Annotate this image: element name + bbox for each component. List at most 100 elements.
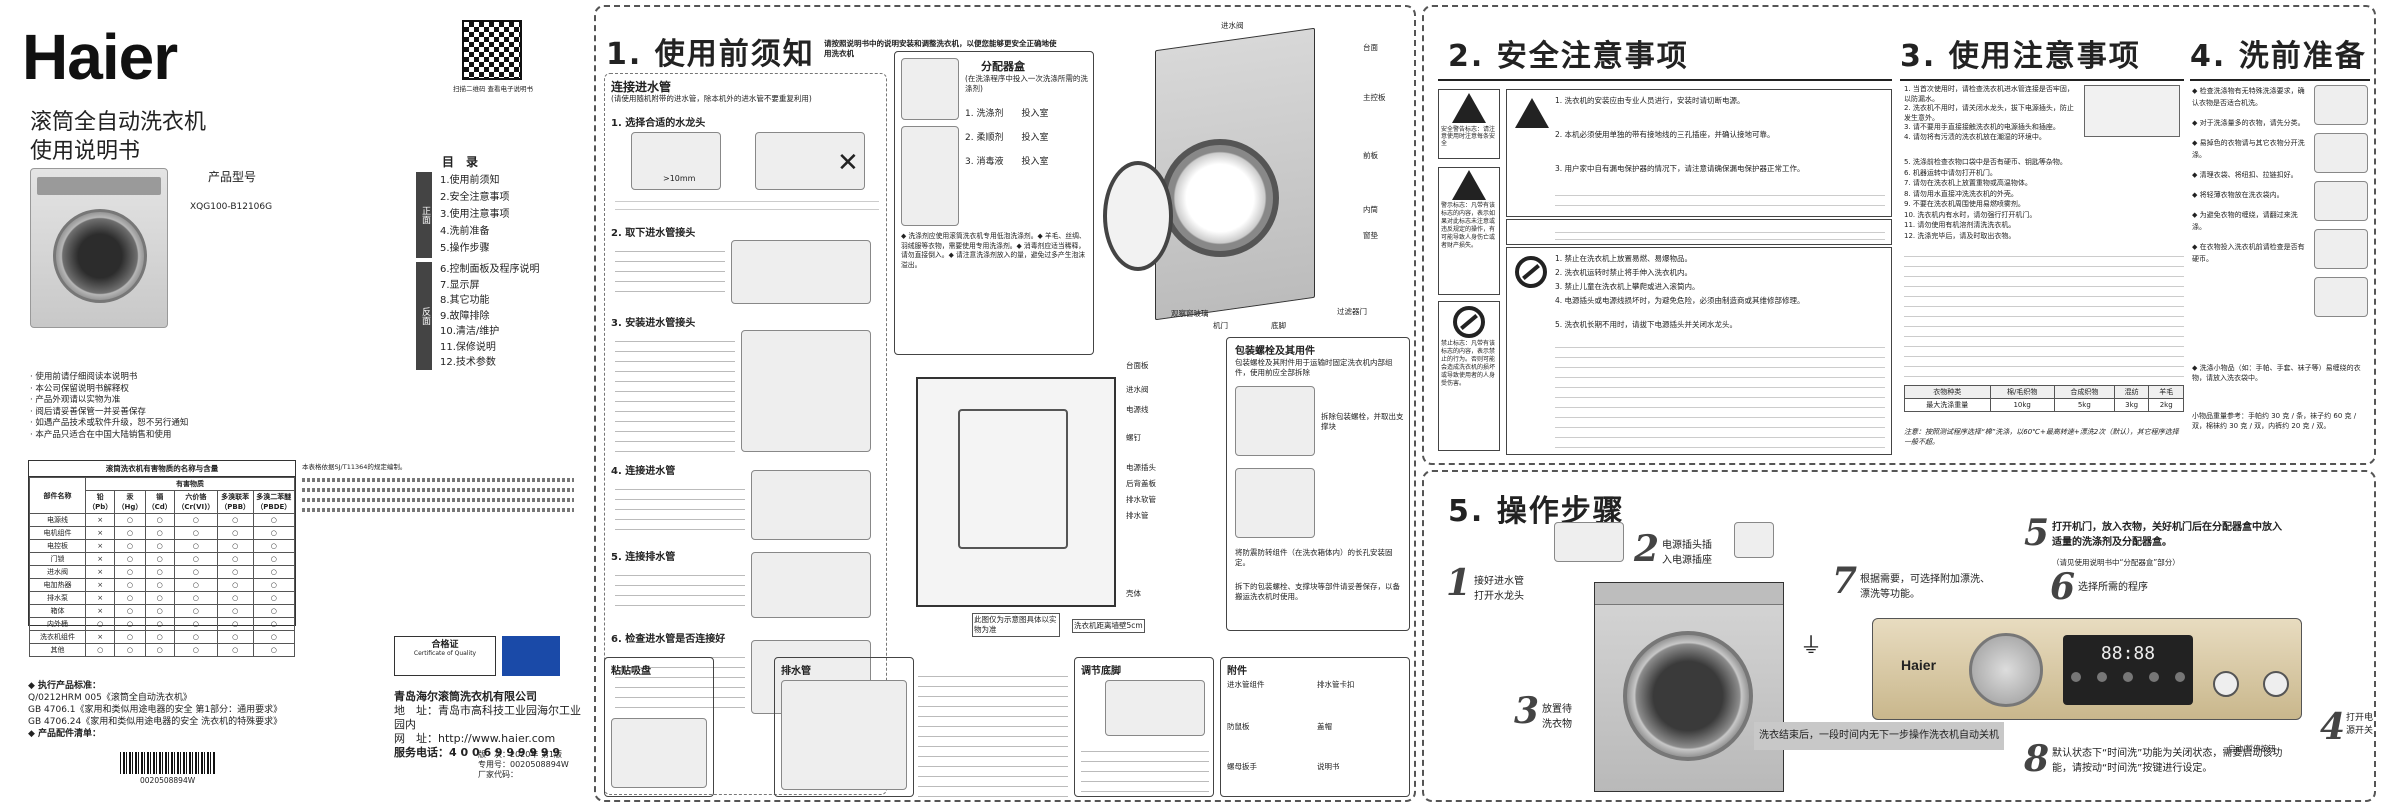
hazard-cell: ○ xyxy=(144,630,175,644)
section2-rule xyxy=(1438,79,1892,81)
hazard-cell: ○ xyxy=(173,552,218,566)
usage-item: 6. 机器运转中请勿打开机门。 xyxy=(1904,168,1997,177)
accessory-title: 附件 xyxy=(1227,666,1247,677)
hazard-cell: ○ xyxy=(144,513,175,527)
plug-illustration xyxy=(1734,522,1774,558)
toc-item[interactable]: 5.操作步骤 xyxy=(440,243,490,254)
drain-text xyxy=(918,667,1068,797)
model-label: 产品型号 xyxy=(208,170,257,184)
hazard-cell: ○ xyxy=(144,552,175,566)
washer-door xyxy=(1623,631,1753,761)
power-button[interactable] xyxy=(2263,671,2289,697)
special-code: 专用号：0020508894W xyxy=(478,760,569,769)
hazard-row: 内外桶○○○○○○ xyxy=(29,617,296,631)
hazard-cell: ○ xyxy=(144,643,175,657)
toc-item[interactable]: 2.安全注意事项 xyxy=(440,192,510,203)
hazard-part-name: 洗衣机组件 xyxy=(29,630,86,644)
hazard-header: 多溴联苯（PBB） xyxy=(216,490,254,514)
water-step-2: 2. 取下进水管接头 xyxy=(611,228,696,239)
toc-item[interactable]: 4.洗前准备 xyxy=(440,226,490,237)
toc-item[interactable]: 8.其它功能 xyxy=(440,295,490,306)
step-number: 5 xyxy=(2024,512,2050,554)
step-text: 打开机门，放入衣物，关好机门后在分配器盒中放入适量的洗涤剂及分配器盒。 xyxy=(2052,522,2282,548)
step-text: 选择所需的程序 xyxy=(2078,582,2148,593)
function-button[interactable] xyxy=(2175,672,2185,682)
hazard-cell: ○ xyxy=(252,565,296,579)
usage-item: 12. 洗涤完毕后，请及时取出衣物。 xyxy=(1904,231,2016,240)
usage-item: 1. 当首次使用时，请检查洗衣机进水管连接是否牢固，以防漏水。 xyxy=(1904,85,2074,103)
cover-note: · 本产品只适合在中国大陆销售和使用 xyxy=(30,429,172,440)
step-number: 6 xyxy=(2050,566,2076,608)
toc-item[interactable]: 3.使用注意事项 xyxy=(440,209,510,220)
hazard-cell: ○ xyxy=(114,604,146,618)
toc-item[interactable]: 6.控制面板及程序说明 xyxy=(440,264,540,275)
certificate: 合格证 Certificate of Quality xyxy=(394,636,496,676)
hazard-cell: ○ xyxy=(114,552,146,566)
toc-item[interactable]: 12.技术参数 xyxy=(440,357,496,368)
part-label: 机门 xyxy=(1213,321,1228,330)
hazard-cell: ○ xyxy=(173,565,218,579)
prep-item: ◆ 为避免衣物的缠绕，请翻过来洗涤。 xyxy=(2192,211,2298,231)
function-button[interactable] xyxy=(2149,672,2159,682)
load-cell: 3kg xyxy=(2113,398,2150,412)
hazard-part-name: 电机组件 xyxy=(29,526,86,540)
hazard-cell: ○ xyxy=(252,539,296,553)
step5-note: （请见使用说明书中“分配器盒”部分） xyxy=(2052,558,2180,567)
hazard-group-header: 有害物质 xyxy=(85,477,295,491)
clothing-tag-icon xyxy=(2314,85,2368,125)
program-knob[interactable] xyxy=(1969,633,2043,707)
joint-install-illustration xyxy=(741,330,871,452)
hazard-part-name: 内外桶 xyxy=(29,617,86,631)
hazard-cell: ○ xyxy=(114,630,146,644)
toc-item[interactable]: 11.保修说明 xyxy=(440,341,496,353)
hazard-row: 进水阀×○○○○○ xyxy=(29,565,296,579)
step-number: 1 xyxy=(1446,562,1472,604)
hazard-cell: ○ xyxy=(173,539,218,553)
back-label: 电源线 xyxy=(1126,405,1149,414)
hose-joint-illustration xyxy=(731,240,871,304)
cover-note: · 本公司保留说明书解释权 xyxy=(30,383,129,394)
water-step-6: 6. 检查进水管是否连接好 xyxy=(611,634,726,645)
toc-item[interactable]: 9.故障排除 xyxy=(440,310,490,322)
bolts-step1: 拆除包装螺栓，并取出支撑块 xyxy=(1321,412,1404,431)
accessory-item: 螺母扳手 xyxy=(1227,762,1257,771)
safety-text: 4. 电源插头或电源线损坏时，为避免危险，必须由制造商或其维修部修理。 xyxy=(1555,296,1805,305)
version-block: 版 次：2020年 第1版 专用号：0020508894W 厂家代码： xyxy=(478,750,569,780)
cover-title-line1: 滚筒全自动洗衣机 xyxy=(30,110,207,135)
safety-panel: 2. 安全注意事项 安全警告标志：请注意使用时注意每条安全 警示标志：凡带有该标… xyxy=(1422,5,2376,465)
step-text: 放置待 洗衣物 xyxy=(1542,704,1572,730)
prohibit-icon xyxy=(1453,306,1485,338)
hazard-header: 六价铬（Cr(VI)） xyxy=(173,490,218,514)
safety-text: 5. 洗衣机长期不用时，请拔下电源插头并关闭水龙头。 xyxy=(1555,320,1738,329)
function-button[interactable] xyxy=(2097,672,2107,682)
usage-item: 8. 请勿用水直接冲洗洗衣机的外壳。 xyxy=(1904,189,2018,198)
front-diagram: 进水阀 台面 主控板 前板 内筒 窗垫 机门 观察窗玻璃 底脚 过滤器门 xyxy=(1101,21,1408,330)
function-button[interactable] xyxy=(2123,672,2133,682)
safety-text: 3. 用户家中自有漏电保护器的情况下，请注意请确保漏电保护器正常工作。 xyxy=(1555,164,1805,173)
function-button[interactable] xyxy=(2071,672,2081,682)
hazard-part-name: 排水泵 xyxy=(29,591,86,605)
hazard-cell: ○ xyxy=(114,565,146,579)
hazard-cell: ○ xyxy=(252,513,296,527)
hazard-cell: ○ xyxy=(173,578,218,592)
part-label: 台面 xyxy=(1363,43,1378,52)
load-table: 衣物种类 棉/毛织物 合成织物 混纺 羊毛 最大洗涤重量 10kg 5kg 3k… xyxy=(1904,385,2184,412)
cover-note: · 产品外观请以实物为准 xyxy=(30,395,121,405)
detergent-box: 分配器盒 (在洗涤程序中投入一次洗涤所需的洗涤剂) 1. 洗涤剂 投入室 2. … xyxy=(894,51,1094,355)
front-open-door xyxy=(1103,161,1173,271)
qr-code[interactable] xyxy=(462,20,522,80)
hazard-cell: ○ xyxy=(252,643,296,657)
usage-item: 2. 洗衣机不用时，请关闭水龙头，拔下电源插头，防止发生意外。 xyxy=(1904,104,2074,122)
blue-badge xyxy=(502,636,560,676)
start-pause-button[interactable] xyxy=(2213,671,2239,697)
hazard-cell: ○ xyxy=(114,539,146,553)
back-washer-body xyxy=(916,377,1116,607)
toc-item[interactable]: 7.显示屏 xyxy=(440,279,480,291)
step6-lines xyxy=(615,648,745,714)
toc-item[interactable]: 1.使用前须知 xyxy=(440,175,500,186)
toc-item[interactable]: 10.清洁/维护 xyxy=(440,326,500,337)
step-text: 打开电 源开关 xyxy=(2346,713,2374,736)
hazard-cell: ○ xyxy=(144,578,175,592)
hazard-part-name: 门锁 xyxy=(29,552,86,566)
safety-block-2 xyxy=(1506,219,1892,245)
